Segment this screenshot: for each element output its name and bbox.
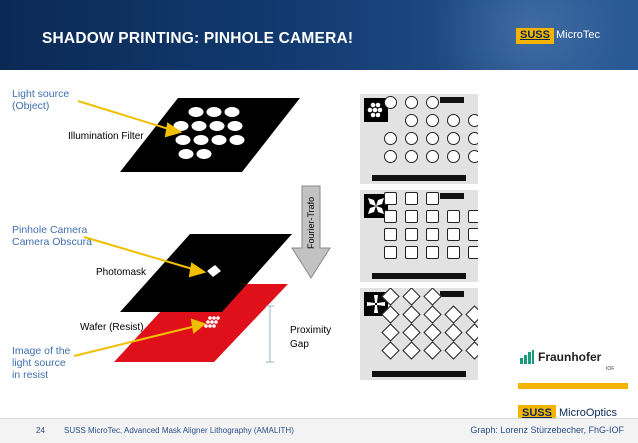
result-tile-circles: [360, 94, 478, 184]
suss-microtec-logo: SUSS MicroTec: [516, 28, 604, 44]
label-light-source-line1: Light source: [12, 88, 70, 100]
slide-footer: 24 SUSS MicroTec, Advanced Mask Aligner …: [0, 418, 638, 443]
suss-microoptics-suss: SUSS: [518, 405, 556, 421]
result-tile-squares: [360, 190, 478, 282]
arrow-image-head: [190, 318, 207, 334]
fraunhofer-sub: IOF: [606, 366, 615, 372]
title-banner: SHADOW PRINTING: PINHOLE CAMERA! SUSS Mi…: [0, 0, 638, 70]
graph-credit: Graph: Lorenz Stürzebecher, FhG-IOF: [470, 425, 624, 435]
arrow-pinhole-head: [188, 262, 207, 278]
wafer-dot-image: [204, 316, 220, 328]
proximity-label-line1: Proximity: [290, 325, 331, 336]
logo-suss-text: SUSS: [516, 28, 554, 44]
filter-dot-cluster: [173, 107, 245, 159]
suss-microoptics-logo: SUSS MicroOptics: [518, 383, 628, 421]
fraunhofer-logo: Fraunhofer IOF: [520, 350, 614, 372]
fourier-label: Fourier-Trafo: [306, 197, 316, 249]
label-image-in-resist: Image of the light source in resist: [12, 345, 70, 381]
illumination-filter-label: Illumination Filter: [68, 131, 144, 142]
illumination-filter-plate: [120, 98, 300, 172]
arrow-light-source: [77, 100, 173, 131]
tile-scalebar: [372, 175, 466, 181]
label-image-line2: light source: [12, 357, 66, 369]
tile-marker: [440, 193, 464, 199]
label-image-line3: in resist: [12, 369, 49, 381]
fraunhofer-mark-icon: [520, 350, 534, 364]
photomask-label: Photomask: [96, 267, 147, 278]
fraunhofer-name: Fraunhofer: [538, 350, 602, 364]
pinhole-aperture: [207, 265, 221, 277]
result-tile-diamonds: [360, 288, 478, 380]
proximity-label-line2: Gap: [290, 339, 309, 350]
slide-title: SHADOW PRINTING: PINHOLE CAMERA!: [42, 30, 354, 47]
label-pinhole-line2: Camera Obscura: [12, 236, 92, 248]
label-pinhole-line1: Pinhole Camera: [12, 224, 88, 236]
label-light-source-line2: (Object): [12, 100, 50, 112]
footer-text: SUSS MicroTec, Advanced Mask Aligner Lit…: [64, 426, 294, 435]
tile-marker: [440, 97, 464, 103]
wafer-label: Wafer (Resist): [80, 322, 144, 333]
tile-scalebar: [372, 273, 466, 279]
page-number: 24: [36, 426, 45, 435]
photomask-plate: [120, 234, 292, 312]
tile-scalebar: [372, 371, 466, 377]
label-pinhole-camera: Pinhole Camera Camera Obscura: [12, 224, 92, 248]
arrow-pinhole: [83, 236, 197, 271]
label-light-source: Light source (Object): [12, 88, 69, 112]
arrow-image: [73, 325, 197, 357]
suss-microoptics-name: MicroOptics: [558, 407, 618, 419]
logo-microtec-text: MicroTec: [555, 29, 600, 41]
fourier-arrow: [291, 185, 331, 279]
label-image-line1: Image of the: [12, 345, 71, 357]
arrow-light-source-head: [164, 122, 183, 138]
tile-marker: [440, 291, 464, 297]
